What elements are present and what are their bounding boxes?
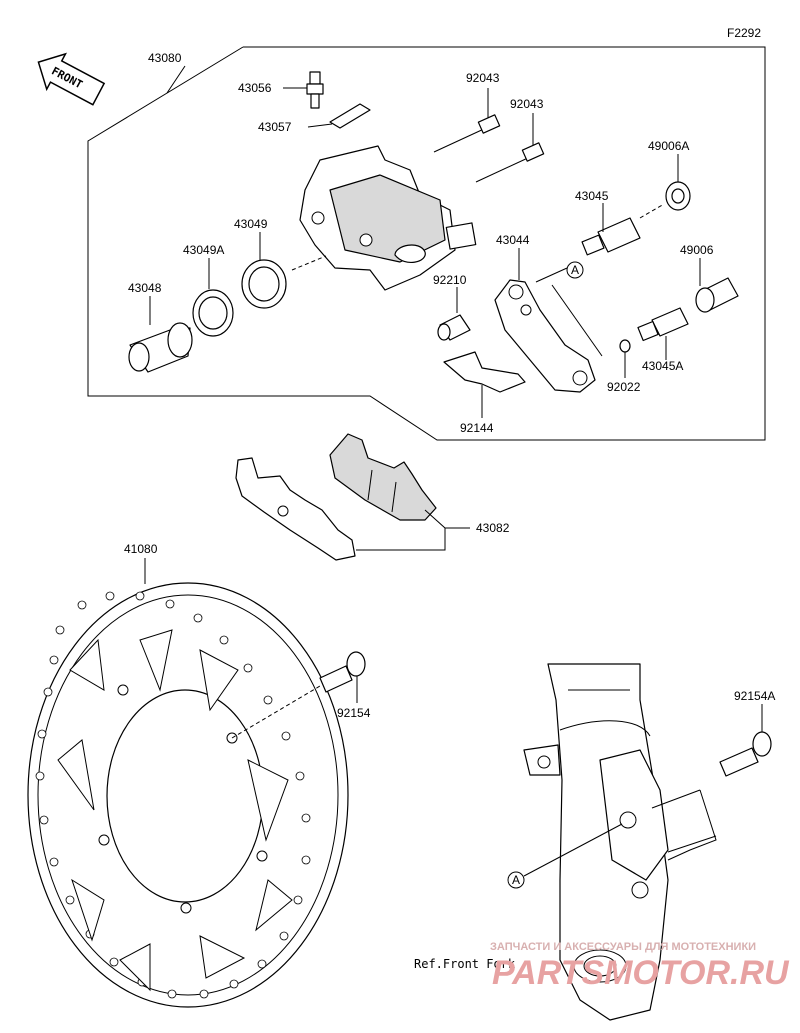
label-49006: 49006 xyxy=(680,243,714,257)
caliper-body xyxy=(299,145,477,291)
label-43045: 43045 xyxy=(575,189,609,203)
label-43049: 43049 xyxy=(234,217,268,231)
caliper-assembly-outline xyxy=(87,46,766,441)
boot-49006A xyxy=(665,181,691,211)
brake-pad-rear xyxy=(235,457,356,561)
ref-front-fork-label: Ref.Front Fork xyxy=(414,957,516,971)
callout-a-upper-letter: A xyxy=(571,263,579,277)
watermark-brand: PARTSMOTOR.RU xyxy=(492,954,790,992)
slide-pin-43045A xyxy=(637,307,689,342)
label-92144: 92144 xyxy=(460,421,494,435)
caliper-bracket-43044 xyxy=(494,279,596,393)
label-92154: 92154 xyxy=(337,706,371,720)
disc-bolt-92154 xyxy=(319,651,366,693)
dust-seal-43049A xyxy=(192,289,234,337)
callout-a-upper xyxy=(566,261,584,279)
front-arrow-icon: FRONT xyxy=(37,52,106,106)
label-43080: 43080 xyxy=(148,51,182,65)
label-43049A: 43049A xyxy=(183,243,224,257)
callout-a-lower-letter: A xyxy=(512,873,520,887)
label-43082: 43082 xyxy=(476,521,510,535)
figure-code: F2292 xyxy=(727,26,761,40)
slide-pin-43045 xyxy=(581,217,641,256)
boot-49006 xyxy=(695,277,739,313)
label-92043-a: 92043 xyxy=(466,71,500,85)
callout-a-lower xyxy=(507,871,525,889)
label-43045A: 43045A xyxy=(642,359,683,373)
bracket-bolt-92154A xyxy=(719,731,772,777)
watermark-tagline: ЗАПЧАСТИ И АКСЕССУАРЫ ДЛЯ МОТОТЕХНИКИ xyxy=(490,941,756,953)
bleeder-cap xyxy=(329,103,371,129)
pad-spring-92144 xyxy=(443,351,526,393)
piston-43048 xyxy=(128,322,193,373)
pin-92043-b xyxy=(475,142,545,183)
sleeve-92210 xyxy=(437,314,471,341)
label-49006A: 49006A xyxy=(648,139,689,153)
label-92022: 92022 xyxy=(607,380,641,394)
label-41080: 41080 xyxy=(124,542,158,556)
label-92210: 92210 xyxy=(433,273,467,287)
label-92154A: 92154A xyxy=(734,689,775,703)
label-92043-b: 92043 xyxy=(510,97,544,111)
label-43048: 43048 xyxy=(128,281,162,295)
bleeder-valve xyxy=(306,71,324,109)
washer-92022 xyxy=(619,339,631,353)
label-43057: 43057 xyxy=(258,120,292,134)
front-fork-leg xyxy=(523,663,669,1021)
brake-pad-front xyxy=(329,433,437,521)
pin-92043-a xyxy=(433,114,501,153)
label-43056: 43056 xyxy=(238,81,272,95)
brake-disc-41080 xyxy=(27,582,349,1008)
label-43044: 43044 xyxy=(496,233,530,247)
piston-seal-43049 xyxy=(241,259,287,309)
